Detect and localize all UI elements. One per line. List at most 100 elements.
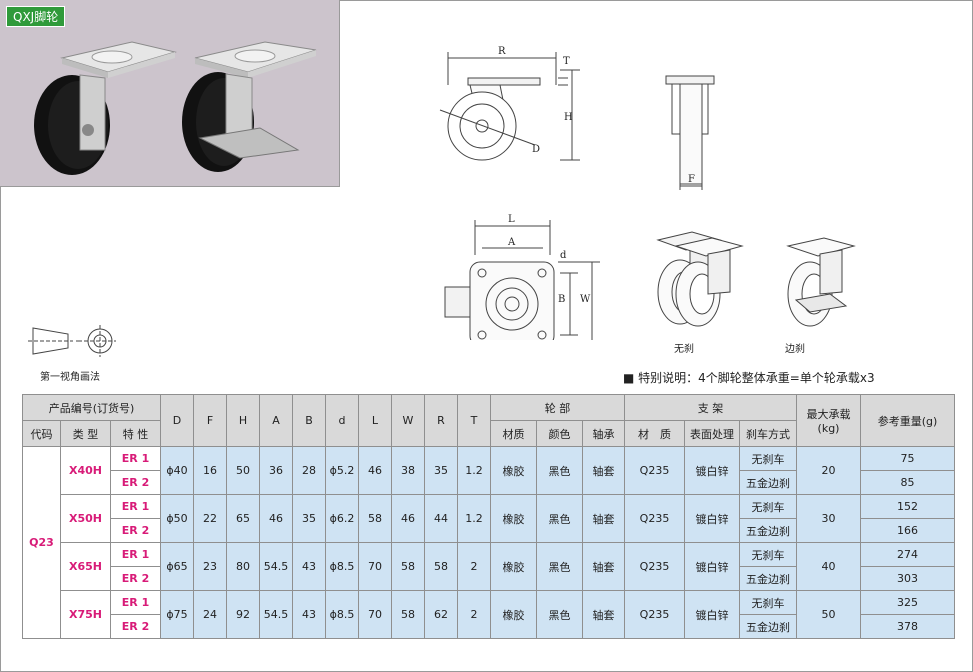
cell-H: 50 [226, 446, 260, 495]
front-view-drawing [665, 75, 715, 190]
cell-wheel-color: 黑色 [536, 494, 583, 543]
cell-surface: 镀白锌 [684, 590, 740, 639]
cell-wheel-color: 黑色 [536, 590, 583, 639]
feature-cell: ER 1 [110, 542, 161, 567]
cell-d: ϕ8.5 [325, 542, 359, 591]
th-feature: 特 性 [110, 420, 161, 447]
dim-A-label: A [507, 237, 516, 248]
cell-F: 16 [193, 446, 227, 495]
brake-cell: 无刹车 [739, 446, 797, 471]
feature-cell: ER 2 [110, 518, 161, 543]
cell-wheel-material: 橡胶 [490, 590, 537, 639]
projection-symbol [28, 325, 116, 357]
max-load-cell: 30 [796, 494, 861, 543]
cell-bearing: 轴套 [582, 590, 625, 639]
dim-F-label: F [688, 174, 695, 185]
cell-B: 28 [292, 446, 326, 495]
cell-bracket-material: Q235 [624, 494, 685, 543]
feature-cell: ER 2 [110, 614, 161, 639]
cell-D: ϕ65 [160, 542, 194, 591]
cell-W: 58 [391, 542, 425, 591]
brake-cell: 无刹车 [739, 590, 797, 615]
th-product-no: 产品编号(订货号) [22, 394, 161, 421]
cell-H: 65 [226, 494, 260, 543]
cell-bracket-material: Q235 [624, 542, 685, 591]
th-L: L [358, 394, 392, 447]
th-T: T [457, 394, 491, 447]
cell-wheel-color: 黑色 [536, 542, 583, 591]
caster-photos [34, 41, 317, 175]
cell-W: 38 [391, 446, 425, 495]
cell-surface: 镀白锌 [684, 494, 740, 543]
th-wheel-material: 材质 [490, 420, 537, 447]
weight-cell: 75 [860, 446, 955, 471]
weight-cell: 274 [860, 542, 955, 567]
brake-cell: 五金边刹 [739, 614, 797, 639]
type-cell: X40H [60, 446, 111, 495]
type-cell: X75H [60, 590, 111, 639]
brake-cell: 五金边刹 [739, 518, 797, 543]
cell-d: ϕ5.2 [325, 446, 359, 495]
projection-caption: 第一视角画法 [40, 372, 100, 383]
th-weight: 参考重量(g) [860, 394, 955, 447]
th-max-load: 最大承载(kg) [796, 394, 861, 447]
cell-L: 46 [358, 446, 392, 495]
max-load-cell: 50 [796, 590, 861, 639]
max-load-cell: 20 [796, 446, 861, 495]
th-d: d [325, 394, 359, 447]
brake-cell: 无刹车 [739, 542, 797, 567]
cell-R: 44 [424, 494, 458, 543]
cell-surface: 镀白锌 [684, 446, 740, 495]
cell-wheel-material: 橡胶 [490, 446, 537, 495]
cell-D: ϕ50 [160, 494, 194, 543]
cell-T: 2 [457, 542, 491, 591]
cell-T: 2 [457, 590, 491, 639]
top-view-drawing [444, 220, 600, 340]
cell-L: 58 [358, 494, 392, 543]
cell-bearing: 轴套 [582, 494, 625, 543]
th-bracket: 支 架 [624, 394, 797, 421]
cell-wheel-color: 黑色 [536, 446, 583, 495]
dim-W-label: W [580, 294, 591, 305]
cell-d: ϕ8.5 [325, 590, 359, 639]
iso-caster-drawings [674, 237, 856, 327]
cell-wheel-material: 橡胶 [490, 494, 537, 543]
th-wheel-color: 颜色 [536, 420, 583, 447]
max-load-cell: 40 [796, 542, 861, 591]
feature-cell: ER 1 [110, 590, 161, 615]
caption-side-brake: 边刹 [785, 344, 805, 355]
brake-cell: 无刹车 [739, 494, 797, 519]
th-H: H [226, 394, 260, 447]
dim-R-label: R [498, 46, 506, 57]
th-brake: 刹车方式 [739, 420, 797, 447]
cell-H: 80 [226, 542, 260, 591]
cell-B: 43 [292, 590, 326, 639]
dim-H-label: H [564, 112, 573, 123]
brake-cell: 五金边刹 [739, 566, 797, 591]
th-W: W [391, 394, 425, 447]
th-bearing: 轴承 [582, 420, 625, 447]
caster-photo-no-brake [34, 41, 177, 175]
side-view-drawing [439, 52, 580, 161]
weight-cell: 85 [860, 470, 955, 495]
cell-F: 23 [193, 542, 227, 591]
cell-F: 22 [193, 494, 227, 543]
th-D: D [160, 394, 194, 447]
th-B: B [292, 394, 326, 447]
dim-B-label: B [558, 294, 565, 305]
cell-bearing: 轴套 [582, 446, 625, 495]
feature-cell: ER 1 [110, 494, 161, 519]
cell-W: 46 [391, 494, 425, 543]
weight-cell: 325 [860, 590, 955, 615]
code-cell: Q23 [22, 446, 61, 639]
feature-cell: ER 2 [110, 566, 161, 591]
special-note: ■ 特别说明：4个脚轮整体承重=单个轮承载x3 [623, 371, 875, 385]
cell-R: 35 [424, 446, 458, 495]
cell-bracket-material: Q235 [624, 590, 685, 639]
type-cell: X65H [60, 542, 111, 591]
